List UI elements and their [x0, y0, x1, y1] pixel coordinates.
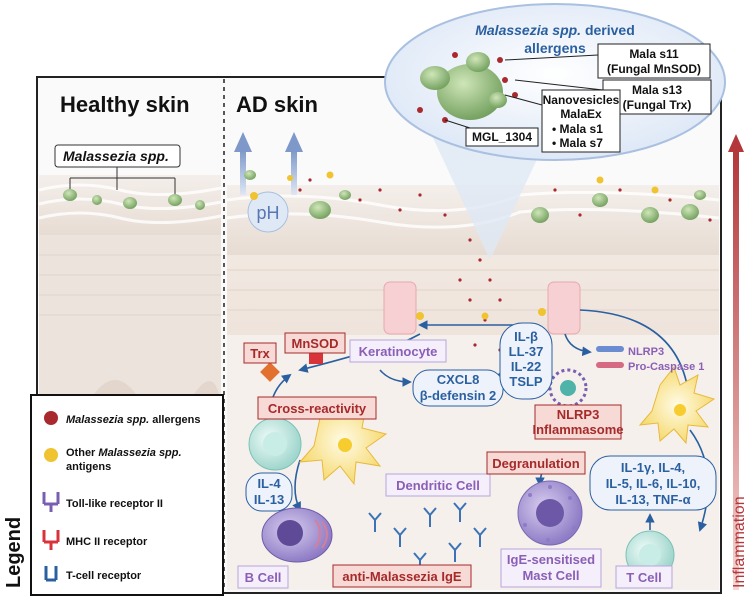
svg-text:T Cell: T Cell — [626, 570, 661, 585]
svg-text:B Cell: B Cell — [245, 570, 282, 585]
label-nlrp3-inflammasome: NLRP3 Inflammasome — [532, 404, 624, 440]
healthy-malassezia-label: Malassezia spp. — [54, 144, 181, 196]
svg-text:Cross-reactivity: Cross-reactivity — [268, 401, 367, 416]
label-t-cell: T Cell — [615, 565, 673, 589]
mala-s13-box — [602, 79, 712, 115]
label-degranulation: Degranulation — [486, 451, 586, 475]
dendritic-cell-right — [638, 365, 716, 445]
ph-arrows — [234, 132, 303, 195]
legend-allergen-icon — [44, 411, 58, 425]
healthy-skin-title: Healthy skin — [60, 92, 190, 117]
callout-yeast — [420, 52, 507, 120]
svg-text:(Fungal MnSOD): (Fungal MnSOD) — [607, 62, 701, 76]
svg-text:IL-4: IL-4 — [257, 476, 281, 491]
legend-item-mhc: MHC II receptor — [66, 536, 148, 548]
svg-text:Inflammasome: Inflammasome — [532, 422, 623, 437]
svg-text:IL-1γ, IL-4,: IL-1γ, IL-4, — [621, 460, 685, 475]
svg-text:Mala s13: Mala s13 — [632, 83, 682, 97]
legend-antigen-icon — [44, 448, 58, 462]
label-b-cell: B Cell — [237, 565, 289, 589]
legend-item-allergens: Malassezia spp. allergens — [66, 414, 201, 426]
label-mast-cell: IgE-sensitised Mast Cell — [500, 548, 602, 588]
ph-bubble — [247, 191, 289, 233]
svg-text:• Mala s1: • Mala s1 — [552, 122, 603, 136]
ad-yeast-cells — [244, 170, 706, 223]
legend-tlr-icon — [42, 492, 60, 512]
legend-tcr-icon — [44, 566, 58, 582]
legend-item-tlr: Toll-like receptor II — [66, 498, 163, 510]
tlr2-receptors — [416, 308, 546, 320]
svg-text:LL-37: LL-37 — [509, 344, 544, 359]
legend-item-tcr: T-cell receptor — [66, 570, 142, 582]
label-right-cytokines: IL-1γ, IL-4, IL-5, IL-6, IL-10, IL-13, T… — [589, 455, 717, 511]
svg-text:CXCL8: CXCL8 — [437, 372, 480, 387]
svg-text:MalaEx: MalaEx — [560, 107, 602, 121]
svg-text:Trx: Trx — [250, 346, 270, 361]
legend-box: Legend Malassezia spp. allergens Other M… — [3, 394, 224, 596]
svg-text:IL-5, IL-6, IL-10,: IL-5, IL-6, IL-10, — [606, 476, 701, 491]
ph-label: pH — [256, 203, 279, 223]
svg-text:anti-Malassezia IgE: anti-Malassezia IgE — [342, 569, 462, 584]
label-trx: Trx — [243, 342, 277, 364]
allergen-callout: Malassezia spp. derived allergens Mala s… — [384, 3, 726, 260]
label-il4-il13: IL-4 IL-13 — [245, 472, 293, 512]
nlrp3-procaspase-icons — [596, 346, 624, 368]
svg-text:MGL_1304: MGL_1304 — [472, 130, 532, 144]
svg-text:IL-13: IL-13 — [254, 492, 284, 507]
keratinocyte-cells — [383, 281, 581, 335]
svg-text:(Fungal Trx): (Fungal Trx) — [623, 98, 692, 112]
svg-text:Degranulation: Degranulation — [492, 456, 579, 471]
legend-mhc-icon — [42, 530, 60, 550]
label-dendritic-cell: Dendritic Cell — [385, 473, 491, 497]
svg-text:Nanovesicles: Nanovesicles — [543, 93, 620, 107]
inflammation-arrow — [728, 134, 744, 590]
svg-text:IL-22: IL-22 — [511, 359, 541, 374]
svg-text:Dendritic Cell: Dendritic Cell — [396, 478, 480, 493]
inflammation-label: Inflammation — [731, 496, 748, 588]
label-anti-ige: anti-Malassezia IgE — [332, 564, 472, 588]
ad-skin-title: AD skin — [236, 92, 318, 117]
svg-text:• Mala s7: • Mala s7 — [552, 136, 603, 150]
label-mnsod: MnSOD — [284, 332, 346, 354]
svg-text:β-defensin 2: β-defensin 2 — [420, 388, 497, 403]
callout-title-line2: allergens — [524, 40, 586, 56]
mala-s11-box — [597, 43, 711, 79]
ige-antibodies — [368, 502, 487, 572]
svg-text:MnSOD: MnSOD — [292, 336, 339, 351]
nlrp3-inflammasome-icon — [548, 368, 588, 408]
svg-text:IL-13, TNF-α: IL-13, TNF-α — [615, 492, 690, 507]
label-nlrp3-small: NLRP3 — [628, 346, 664, 358]
svg-text:IL-β: IL-β — [514, 329, 538, 344]
svg-text:Malassezia spp.: Malassezia spp. — [63, 148, 169, 164]
mast-cell — [517, 480, 583, 546]
callout-title: Malassezia spp. derived — [475, 22, 635, 38]
svg-text:TSLP: TSLP — [509, 374, 543, 389]
svg-text:Mala s11: Mala s11 — [629, 47, 679, 61]
legend-item-antigens-line2: antigens — [66, 461, 111, 473]
label-cxcl8: CXCL8 β-defensin 2 — [412, 369, 504, 407]
svg-text:NLRP3: NLRP3 — [557, 407, 600, 422]
nanovesicles-box — [541, 89, 621, 153]
b-cell — [261, 507, 333, 563]
legend-item-other-antigens: Other Malassezia spp. — [66, 447, 182, 459]
label-keratinocyte: Keratinocyte — [349, 339, 447, 363]
label-center-cytokines: IL-β LL-37 IL-22 TSLP — [499, 322, 553, 400]
mgl-box — [465, 127, 539, 147]
trx-icon — [260, 362, 280, 382]
label-cross-reactivity: Cross-reactivity — [257, 396, 377, 420]
other-antigen-dots — [250, 171, 659, 320]
healthy-yeast-cells — [63, 189, 205, 210]
svg-text:Mast Cell: Mast Cell — [522, 568, 579, 583]
label-procaspase: Pro-Caspase 1 — [628, 361, 704, 373]
svg-text:IgE-sensitised: IgE-sensitised — [507, 552, 595, 567]
svg-text:Keratinocyte: Keratinocyte — [359, 344, 438, 359]
legend-title: Legend — [3, 517, 25, 588]
